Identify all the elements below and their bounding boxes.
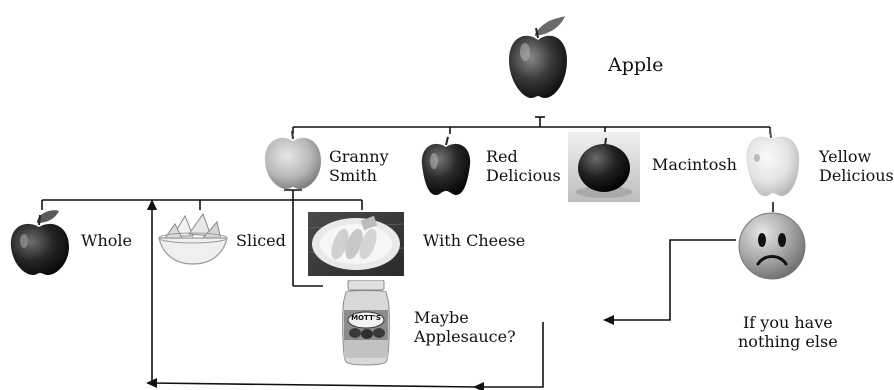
arrow-up-whole bbox=[147, 199, 157, 210]
root-label: Apple bbox=[608, 54, 664, 76]
arrow-bottom-mid bbox=[473, 382, 484, 390]
serving-label-sliced: Sliced bbox=[236, 231, 286, 250]
red-delicious-apple-icon bbox=[421, 136, 471, 195]
variety-label-red-delicious: Red Delicious bbox=[486, 147, 561, 185]
arrow-to-applesauce bbox=[603, 315, 614, 325]
macintosh-apple-icon bbox=[568, 132, 640, 202]
sad-to-applesauce-path bbox=[609, 239, 736, 321]
bottom-return-path bbox=[478, 322, 544, 388]
serving-label-applesauce: Maybe Applesauce? bbox=[414, 308, 516, 346]
yellow-delicious-apple-icon bbox=[746, 128, 800, 197]
apple-with-cheese-plate-icon bbox=[308, 212, 404, 276]
arrow-bottom-left bbox=[146, 378, 157, 388]
variety-label-granny-smith: Granny Smith bbox=[329, 147, 389, 185]
variety-label-macintosh: Macintosh bbox=[652, 155, 737, 174]
serving-label-with-cheese: With Cheese bbox=[423, 231, 526, 250]
whole-apple-icon bbox=[10, 210, 69, 275]
sliced-apple-bowl-icon bbox=[158, 212, 228, 265]
variety-label-yellow-delicious: Yellow Delicious bbox=[819, 147, 894, 185]
applesauce-jar-icon bbox=[342, 280, 390, 366]
serving-label-whole: Whole bbox=[81, 231, 132, 250]
apple-icon bbox=[509, 16, 567, 98]
jar-brand-label: MOTT'S bbox=[351, 314, 381, 322]
yellow-outcome-label: If you have nothing else bbox=[738, 313, 838, 351]
sad-face-icon bbox=[738, 212, 806, 280]
granny-smith-apple-icon bbox=[264, 130, 321, 189]
